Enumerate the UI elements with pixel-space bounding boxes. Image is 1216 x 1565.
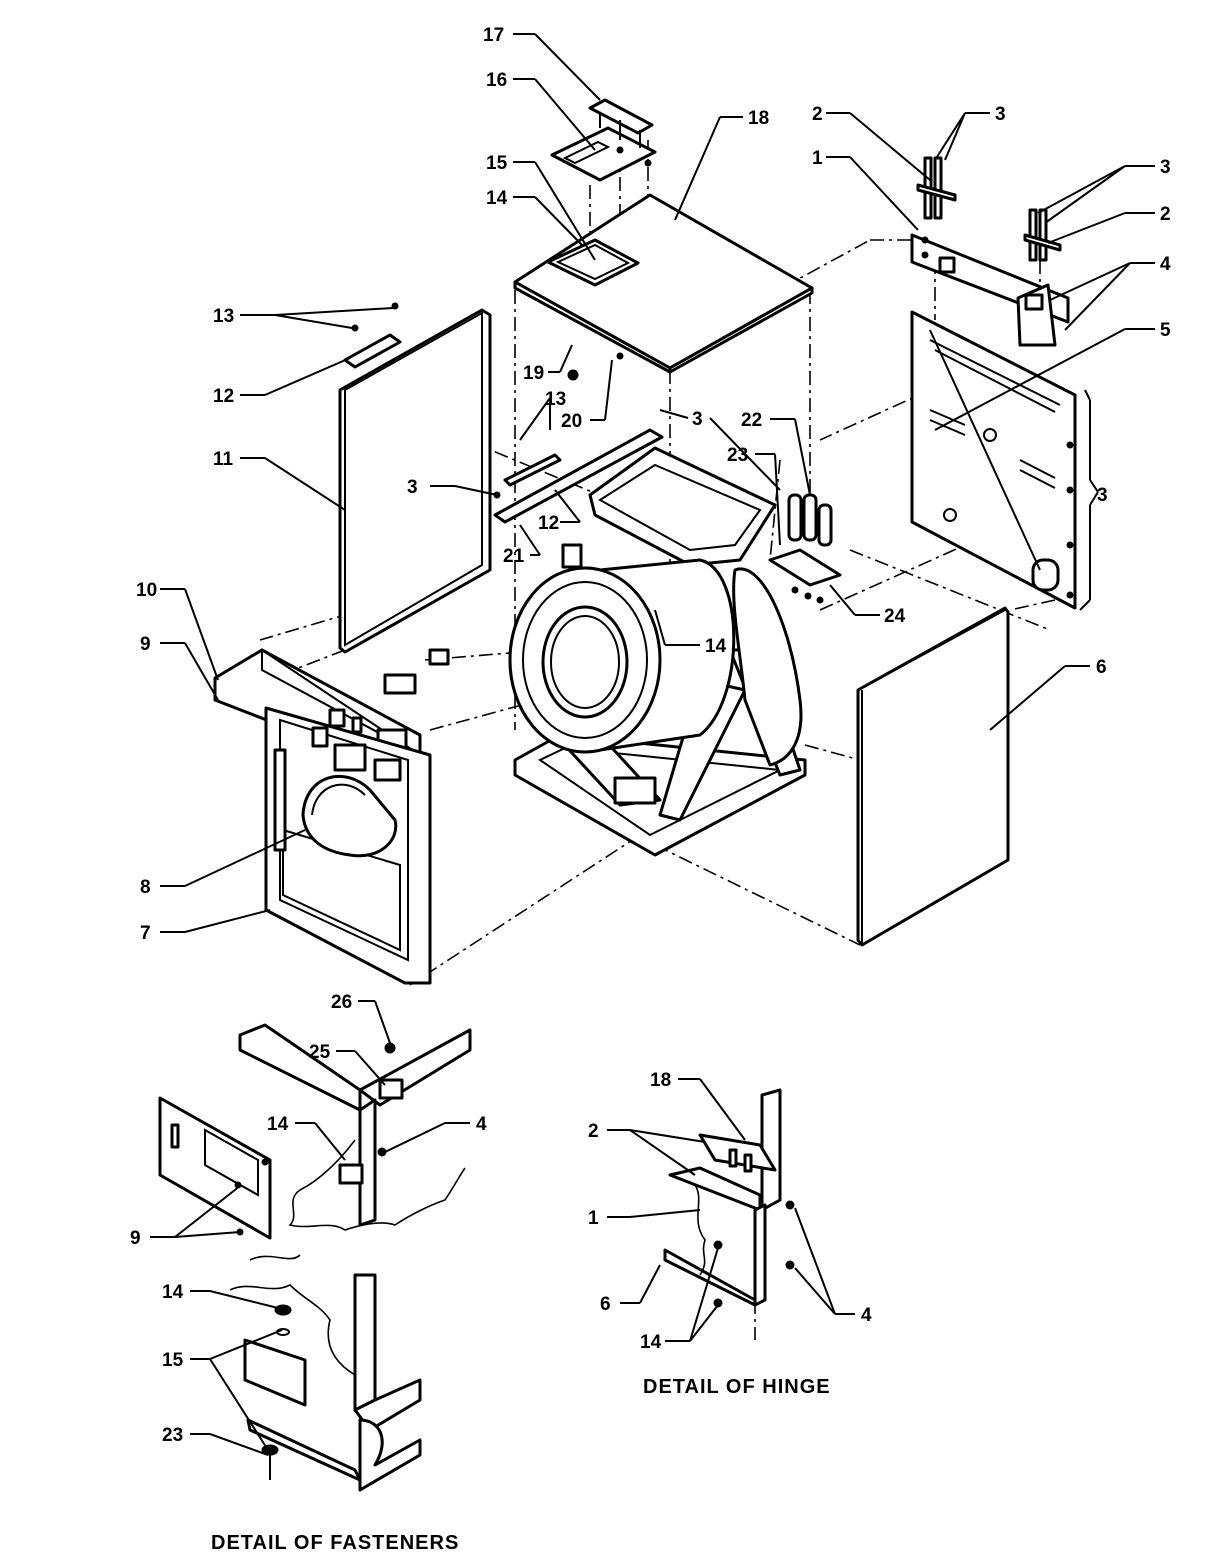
callout-6: 6 — [1096, 657, 1107, 678]
caption-detail-of-fasteners: DETAIL OF FASTENERS — [211, 1532, 459, 1554]
callout-1: 1 — [812, 148, 823, 169]
callout-2: 2 — [588, 1121, 599, 1142]
callout-25: 25 — [309, 1042, 331, 1063]
callout-23: 23 — [162, 1425, 183, 1446]
callout-5: 5 — [1160, 320, 1171, 341]
rear-panel-screws — [1066, 441, 1074, 599]
callout-3: 3 — [692, 409, 703, 430]
callout-4: 4 — [861, 1305, 872, 1326]
callout-14: 14 — [705, 636, 727, 657]
callout-4: 4 — [1160, 254, 1171, 275]
callout-15: 15 — [162, 1350, 184, 1371]
callout-23: 23 — [727, 445, 748, 466]
left-hinge-bracket — [343, 302, 402, 369]
top-plate — [550, 126, 657, 182]
caption-detail-of-hinge: DETAIL OF HINGE — [643, 1376, 831, 1398]
drum-opening — [541, 605, 629, 719]
callout-13: 13 — [545, 389, 566, 410]
callout-3: 3 — [1097, 485, 1108, 506]
hinge-pins — [916, 156, 1062, 262]
callout-7: 7 — [140, 923, 151, 944]
callout-13: 13 — [213, 306, 234, 327]
detail-fasteners-lower — [229, 1254, 422, 1492]
callout-11: 11 — [213, 449, 234, 470]
callout-24: 24 — [884, 606, 906, 627]
detail-hinge — [663, 1088, 795, 1340]
right-side-panel — [856, 606, 1010, 947]
callout-15: 15 — [486, 153, 508, 174]
callout-18: 18 — [650, 1070, 671, 1091]
callout-12: 12 — [538, 513, 559, 534]
callout-14: 14 — [267, 1114, 289, 1135]
callout-6: 6 — [600, 1294, 611, 1315]
callout-26: 26 — [331, 992, 352, 1013]
callout-14: 14 — [486, 188, 508, 209]
rear-panel — [910, 310, 1077, 610]
callout-3: 3 — [407, 477, 418, 498]
callout-17: 17 — [483, 25, 504, 46]
callout-9: 9 — [140, 634, 151, 655]
detail-fasteners-upper — [158, 1023, 472, 1240]
door — [301, 774, 398, 858]
rear-panel-vents — [929, 339, 1061, 489]
leader-lines — [150, 33, 1155, 1456]
center-rail — [493, 352, 664, 524]
callout-14: 14 — [162, 1282, 184, 1303]
top-cover-opening — [546, 238, 640, 287]
callout-3: 3 — [995, 104, 1006, 125]
callout-12: 12 — [213, 386, 234, 407]
callout-3: 3 — [1160, 157, 1171, 178]
left-side-panel — [338, 308, 492, 654]
callout-8: 8 — [140, 877, 151, 898]
base-frame — [513, 733, 807, 857]
callout-16: 16 — [486, 70, 507, 91]
hinge-strip — [588, 98, 654, 148]
callout-labels: 17 16 15 14 18 2 3 1 3 2 4 5 13 12 11 19… — [130, 25, 1171, 1446]
callout-9: 9 — [130, 1228, 141, 1249]
callout-4: 4 — [476, 1114, 487, 1135]
drum-assembly — [508, 446, 807, 857]
callout-20: 20 — [561, 411, 582, 432]
callout-14: 14 — [640, 1332, 662, 1353]
callout-22: 22 — [741, 410, 762, 431]
callout-18: 18 — [748, 108, 769, 129]
callout-19: 19 — [523, 363, 544, 384]
hinge-block — [1016, 283, 1057, 347]
callout-21: 21 — [503, 546, 525, 567]
callout-2: 2 — [1160, 204, 1171, 225]
callout-10: 10 — [136, 580, 157, 601]
dispenser-assembly — [768, 493, 842, 604]
top-cover — [513, 193, 814, 374]
callout-2: 2 — [812, 104, 823, 125]
callout-1: 1 — [588, 1208, 599, 1229]
